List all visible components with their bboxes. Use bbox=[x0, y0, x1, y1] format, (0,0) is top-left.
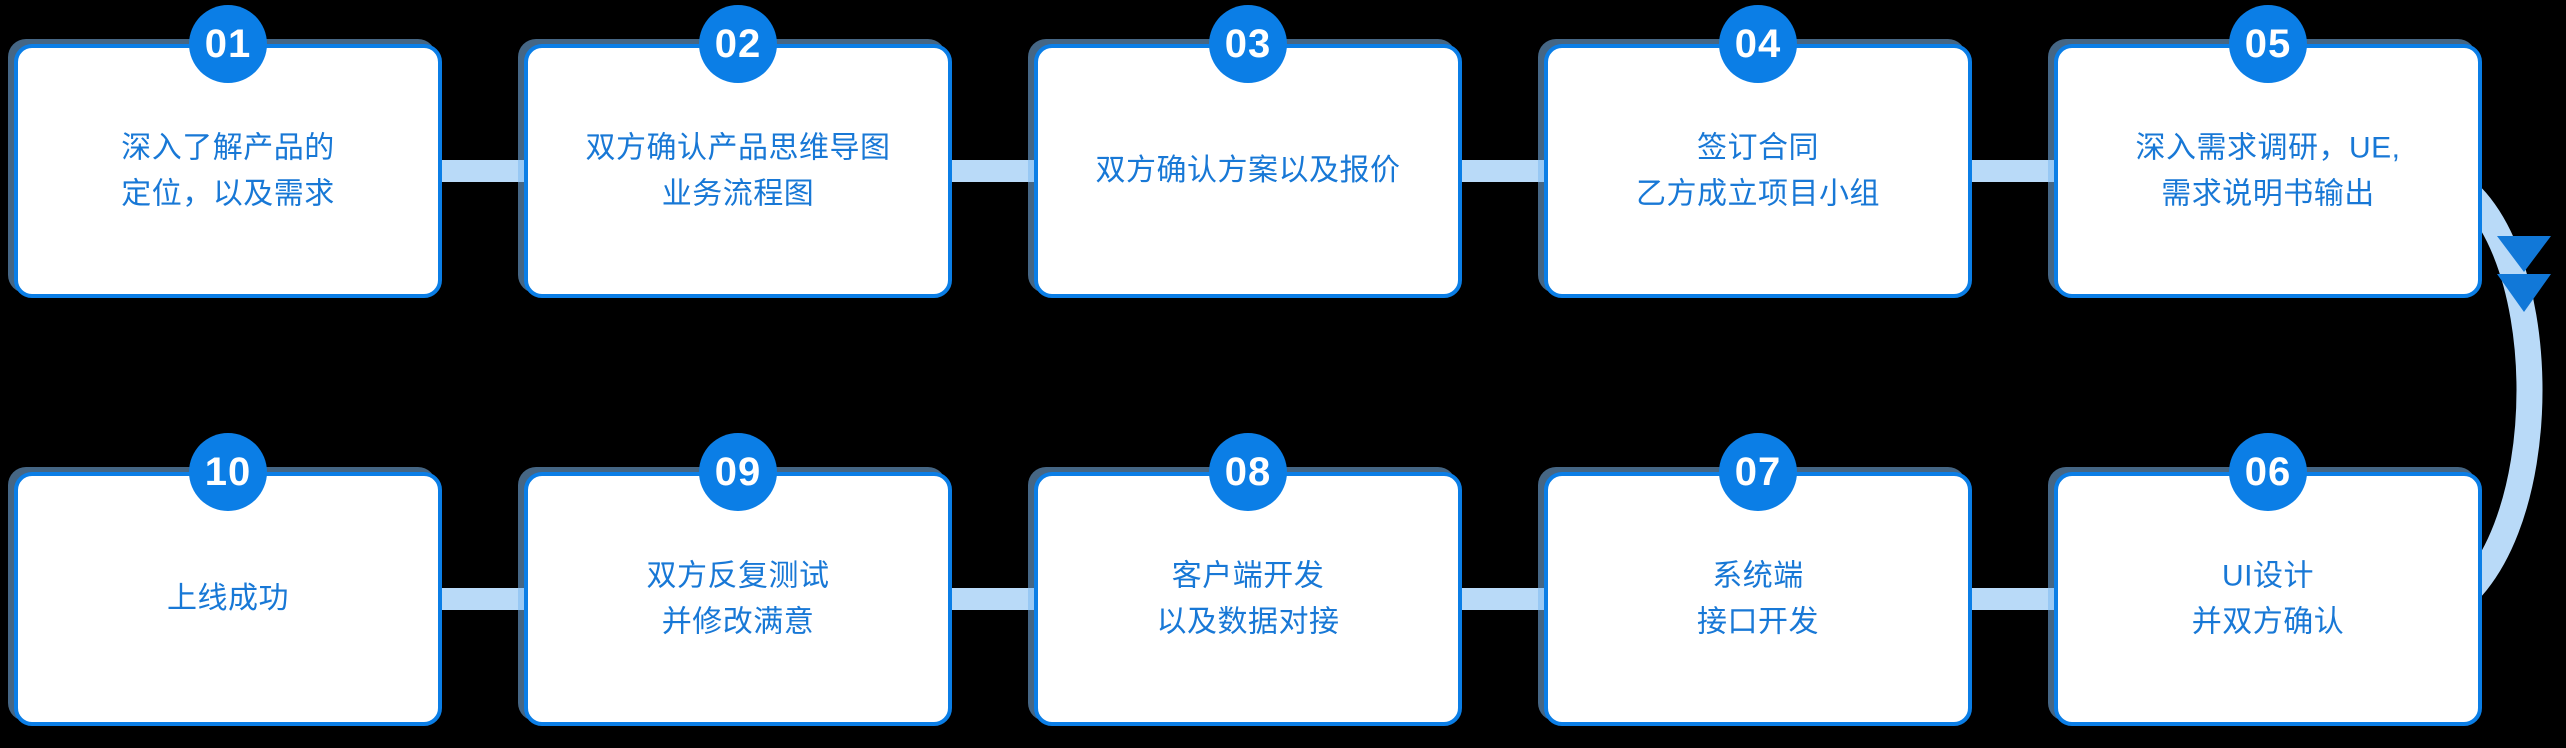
step-card-line: 客户端开发 bbox=[1171, 559, 1325, 593]
step-number-badge-03[interactable]: 03 bbox=[1209, 5, 1287, 83]
step-card-label-02: 双方确认产品思维导图业务流程图 bbox=[528, 125, 948, 216]
step-card-label-01: 深入了解产品的定位，以及需求 bbox=[18, 125, 438, 216]
connector-01-02 bbox=[438, 160, 528, 182]
step-card-line: 并双方确认 bbox=[2191, 605, 2345, 638]
step-card-line: 需求说明书输出 bbox=[2161, 177, 2375, 210]
step-card-05[interactable]: 深入需求调研，UE, 需求说明书输出 bbox=[2054, 44, 2482, 298]
step-card-label-08: 客户端开发以及数据对接 bbox=[1038, 553, 1458, 644]
step-card-label-06: UI设计并双方确认 bbox=[2058, 553, 2478, 644]
step-card-line: 定位，以及需求 bbox=[121, 177, 335, 210]
step-card-label-05: 深入需求调研，UE, 需求说明书输出 bbox=[2058, 125, 2478, 216]
step-card-line: 深入了解产品的 bbox=[121, 131, 335, 165]
step-number-badge-02[interactable]: 02 bbox=[699, 5, 777, 83]
step-card-07[interactable]: 系统端接口开发 bbox=[1544, 472, 1972, 726]
step-card-line: 深入需求调研，UE, bbox=[2135, 131, 2401, 165]
connector-08-07 bbox=[1458, 588, 1548, 610]
step-number-badge-06[interactable]: 06 bbox=[2229, 433, 2307, 511]
step-card-01[interactable]: 深入了解产品的定位，以及需求 bbox=[14, 44, 442, 298]
step-number-badge-04[interactable]: 04 bbox=[1719, 5, 1797, 83]
arrow-head-upper bbox=[2497, 236, 2551, 272]
arrow-head-lower bbox=[2497, 274, 2551, 312]
step-card-line: 双方确认方案以及报价 bbox=[1095, 154, 1401, 188]
step-card-label-09: 双方反复测试并修改满意 bbox=[528, 553, 948, 644]
step-card-line: 双方确认产品思维导图 bbox=[585, 131, 891, 165]
step-number-badge-07[interactable]: 07 bbox=[1719, 433, 1797, 511]
step-number-badge-10[interactable]: 10 bbox=[189, 433, 267, 511]
step-card-line: 接口开发 bbox=[1697, 605, 1819, 638]
connector-07-06 bbox=[1968, 588, 2058, 610]
step-card-line: 业务流程图 bbox=[661, 177, 815, 210]
step-card-line: 以及数据对接 bbox=[1156, 605, 1340, 638]
step-card-line: 系统端 bbox=[1712, 559, 1804, 593]
step-card-line: 双方反复测试 bbox=[646, 559, 830, 593]
step-card-label-04: 签订合同乙方成立项目小组 bbox=[1548, 125, 1968, 216]
step-number-badge-08[interactable]: 08 bbox=[1209, 433, 1287, 511]
step-card-label-07: 系统端接口开发 bbox=[1548, 553, 1968, 644]
connector-03-04 bbox=[1458, 160, 1548, 182]
step-card-line: 签订合同 bbox=[1697, 131, 1819, 165]
step-number-badge-09[interactable]: 09 bbox=[699, 433, 777, 511]
connector-10-09 bbox=[438, 588, 528, 610]
step-card-line: UI设计 bbox=[2222, 559, 2314, 593]
step-card-08[interactable]: 客户端开发以及数据对接 bbox=[1034, 472, 1462, 726]
step-card-label-10: 上线成功 bbox=[18, 576, 438, 622]
step-card-line: 上线成功 bbox=[167, 582, 289, 616]
connector-09-08 bbox=[948, 588, 1038, 610]
step-card-02[interactable]: 双方确认产品思维导图业务流程图 bbox=[524, 44, 952, 298]
step-card-09[interactable]: 双方反复测试并修改满意 bbox=[524, 472, 952, 726]
step-number-badge-01[interactable]: 01 bbox=[189, 5, 267, 83]
step-card-10[interactable]: 上线成功 bbox=[14, 472, 442, 726]
step-card-line: 乙方成立项目小组 bbox=[1636, 177, 1880, 210]
connector-04-05 bbox=[1968, 160, 2058, 182]
step-card-line: 并修改满意 bbox=[661, 605, 815, 638]
connector-02-03 bbox=[948, 160, 1038, 182]
step-number-badge-05[interactable]: 05 bbox=[2229, 5, 2307, 83]
step-card-label-03: 双方确认方案以及报价 bbox=[1038, 148, 1458, 194]
